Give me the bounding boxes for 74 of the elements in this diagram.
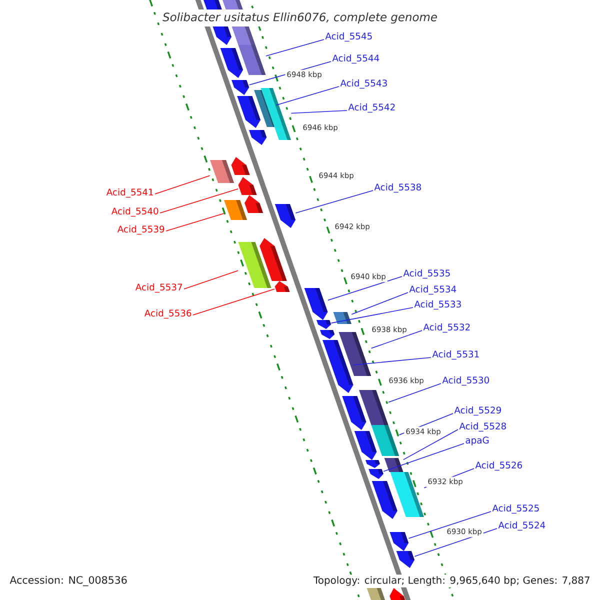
gene-block: [316, 320, 332, 329]
gene-block: [304, 288, 328, 320]
gene-box: [238, 45, 266, 75]
gene-block: [372, 481, 398, 519]
leader-line: [408, 511, 492, 539]
gene-block: [232, 80, 250, 95]
leader-line: [351, 292, 408, 315]
gene-box: [260, 88, 291, 140]
gene-box: [371, 425, 400, 456]
gene-box: [359, 390, 388, 425]
leader-line: [192, 288, 275, 316]
leader-line: [160, 188, 238, 214]
gene-box: [366, 588, 388, 600]
gene-box: [384, 458, 404, 472]
gene-block: [320, 330, 335, 339]
gene-block: [238, 177, 257, 195]
gene-label: Acid_5543: [340, 79, 387, 89]
gene-box: [390, 472, 424, 517]
gene-label: Acid_5526: [475, 461, 522, 471]
leader-line: [290, 110, 348, 114]
title: Solibacter usitatus Ellin6076, complete genome: [160, 9, 440, 27]
leader-line: [383, 443, 464, 472]
gene-block: [274, 204, 296, 228]
gene-box: [338, 332, 372, 376]
gene-block: [390, 588, 408, 600]
gene-label: Acid_5525: [492, 504, 539, 514]
gene-block: [390, 532, 409, 551]
leader-line: [266, 39, 324, 56]
accession-text: Accession: NC_008536: [8, 574, 129, 588]
gene-label: Acid_5524: [498, 521, 546, 531]
gene-label: Acid_5538: [374, 183, 421, 193]
leader-line: [414, 528, 498, 557]
leader-line: [370, 330, 422, 349]
gene-label: apaG: [466, 436, 489, 446]
leader-line: [403, 429, 458, 460]
leader-line: [330, 307, 414, 324]
gene-label: Acid_5532: [423, 323, 470, 333]
gene-box: [210, 160, 234, 183]
gene-label: Acid_5529: [454, 406, 501, 416]
genome-info-text: Topology: circular; Length: 9,965,640 bp; Genes: 7,887: [312, 574, 592, 588]
leader-line: [353, 357, 432, 366]
leader-line: [328, 276, 402, 301]
gene-label: Acid_5540: [111, 207, 158, 217]
gene-label: Acid_5541: [106, 188, 153, 198]
gene-block: [366, 460, 380, 468]
leader-line: [276, 86, 340, 106]
gene-block: [368, 469, 384, 479]
gene-label: Acid_5536: [144, 309, 192, 319]
gene-label: Acid_5539: [117, 225, 164, 235]
gene-label: Acid_5544: [332, 54, 380, 64]
gene-block: [249, 130, 267, 145]
gene-block: [244, 195, 264, 213]
leader-line: [154, 175, 210, 194]
gene-label: Acid_5535: [403, 269, 450, 279]
gene-block: [342, 396, 366, 430]
gene-label: Acid_5531: [432, 350, 479, 360]
gene-label: Acid_5542: [348, 103, 395, 113]
gene-box: [333, 312, 352, 324]
gene-label: Acid_5534: [409, 285, 456, 295]
gene-block: [274, 281, 290, 292]
gene-box: [238, 242, 272, 288]
gene-block: [231, 157, 250, 175]
gene-box: [224, 200, 247, 220]
gene-label: Acid_5545: [325, 32, 372, 42]
leader-line: [166, 213, 224, 232]
gene-block: [220, 48, 243, 78]
leader-line: [295, 190, 374, 214]
gene-label: Acid_5530: [442, 376, 490, 386]
gene-label: Acid_5533: [414, 300, 461, 310]
gene-label: Acid_5537: [135, 283, 182, 293]
leader-line: [388, 383, 442, 403]
gene-block: [396, 551, 414, 568]
gene-label: Acid_5528: [459, 422, 506, 432]
leader-line: [184, 270, 238, 290]
